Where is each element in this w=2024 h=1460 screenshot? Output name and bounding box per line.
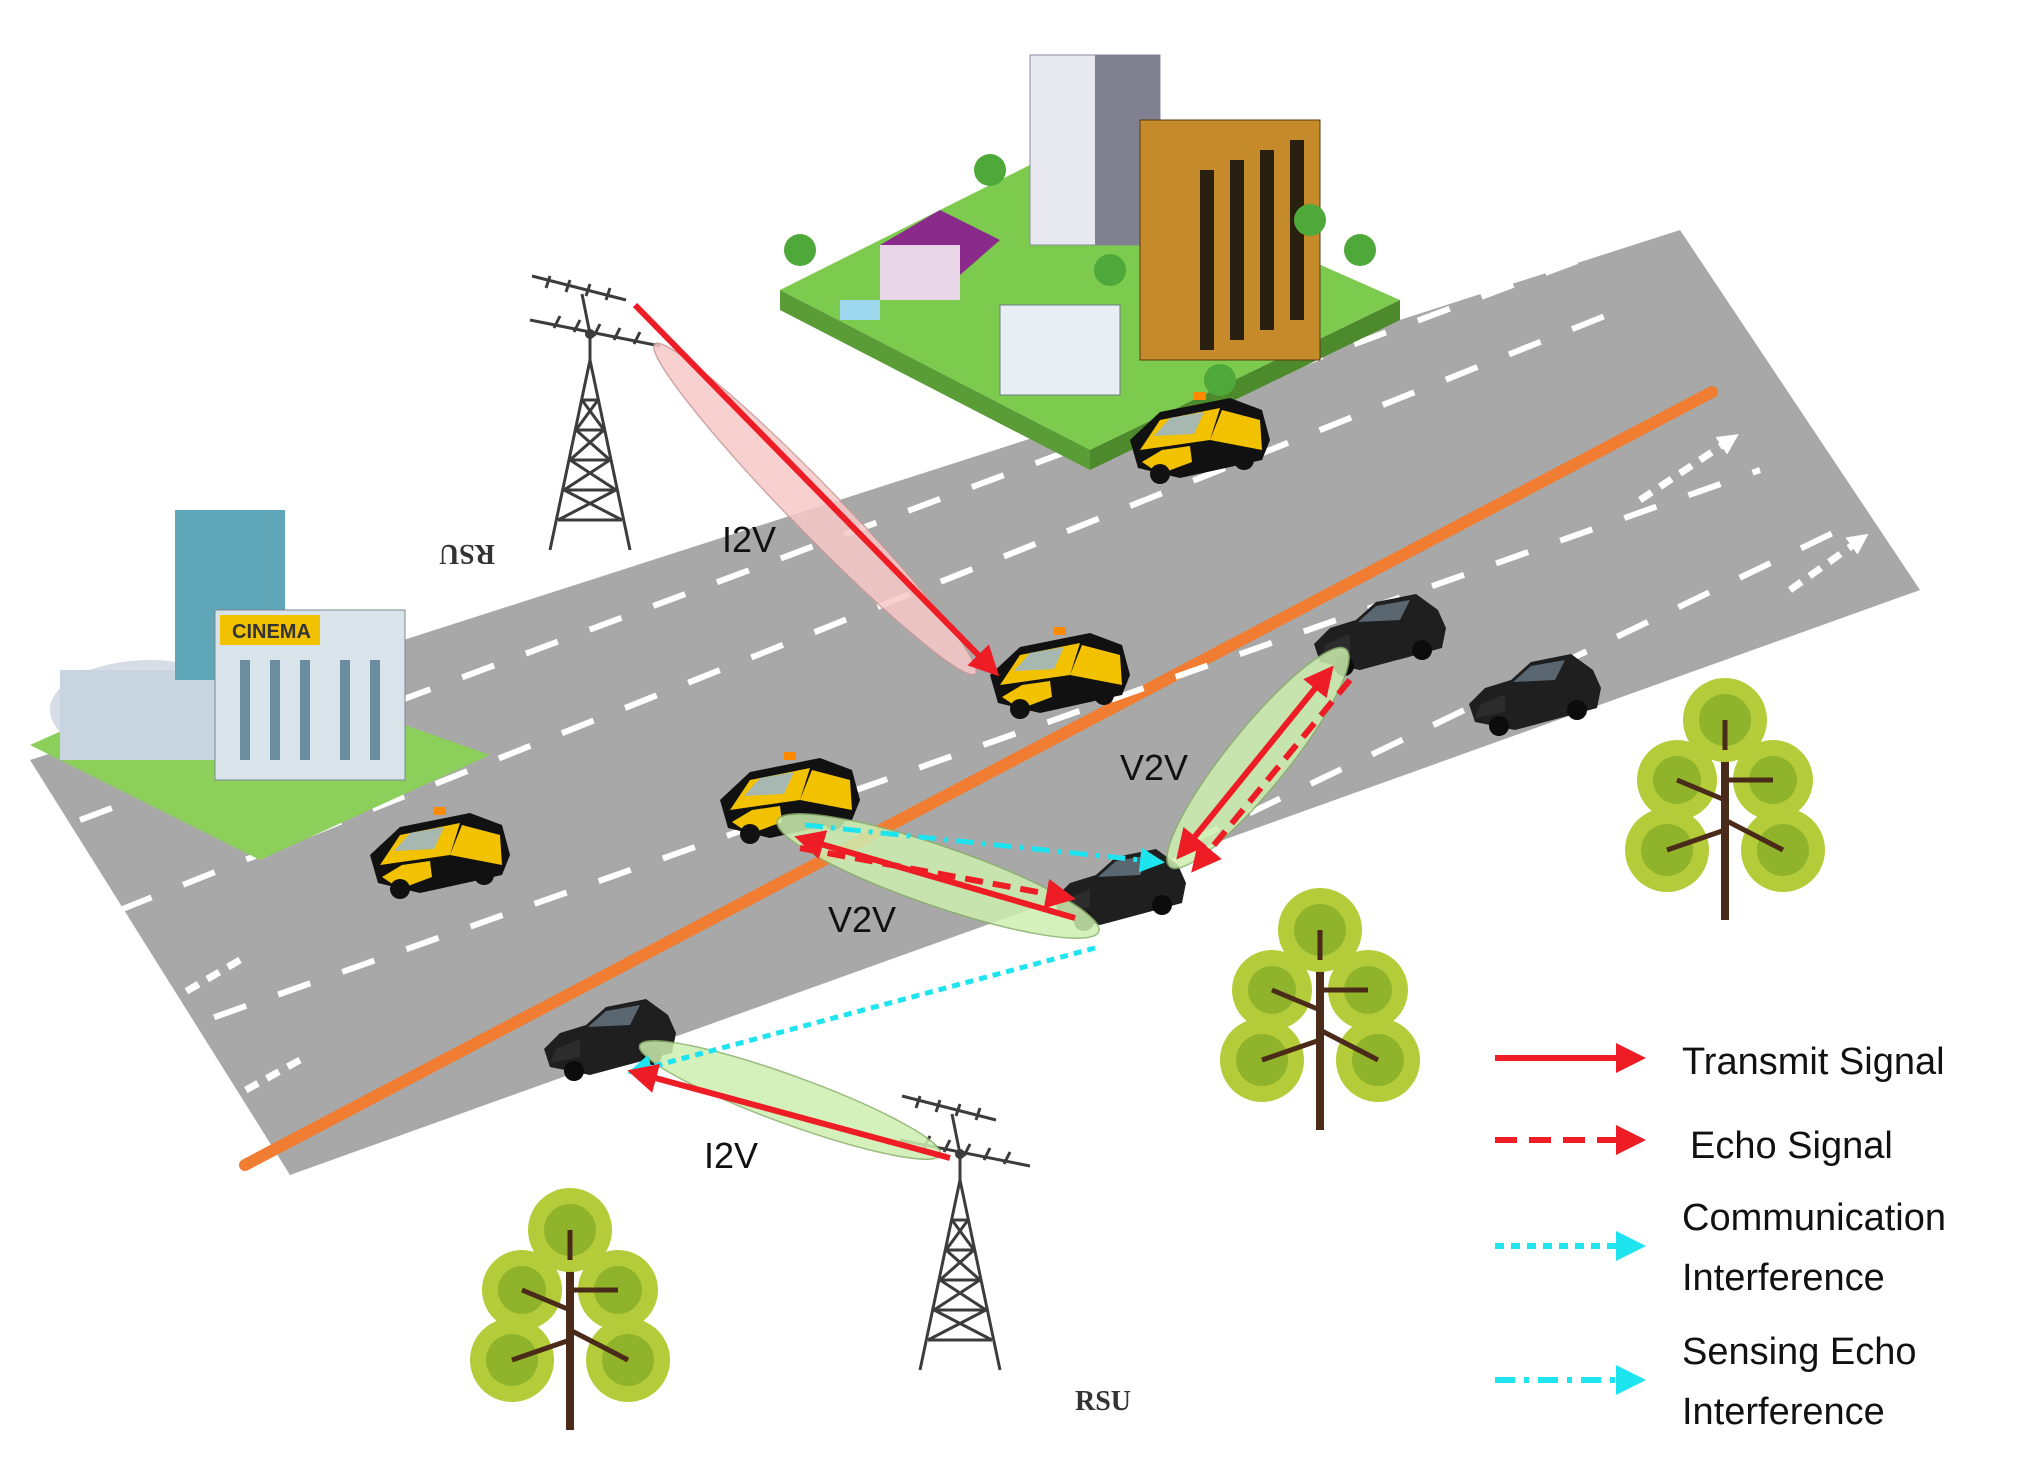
legend: Transmit Signal Echo Signal Communicatio… [1495,1041,1946,1433]
v2v-right-transmit-arrow [1176,665,1334,860]
rsu-bottom-label: RSU [1075,1386,1131,1417]
legend-sensing-interference-label-2: Interference [1682,1391,1885,1433]
v2v-mid-echo-arrow [799,845,1076,909]
median-line [239,386,1718,1171]
small-building-icon [999,304,1121,396]
v2v-mid-transmit-arrow [794,830,1076,921]
cinema-building-icon: CINEMA [30,510,490,860]
city-block-icon [780,54,1400,470]
legend-comm-interference-label-2: Interference [1682,1257,1885,1299]
i2v-top-label: I2V [722,519,776,560]
tree-icon [1625,678,1825,920]
legend-sensing-interference-label-1: Sensing Echo [1682,1331,1917,1373]
legend-transmit-label: Transmit Signal [1682,1041,1945,1083]
i2v-bottom-beam [638,1040,942,1160]
direction-arrows [110,434,1869,1116]
i2v-bottom-transmit-arrow [627,1063,951,1161]
legend-echo-label: Echo Signal [1690,1125,1893,1167]
rsu-tower-top-icon [528,274,662,552]
sensing-echo-interference-arrow [804,822,1165,873]
i2v-bottom-label: I2V [704,1135,758,1176]
house-icon [880,210,1000,275]
v2v-mid-label: V2V [828,899,896,940]
communication-interference-arrow [627,945,1096,1079]
v2v-right-echo-arrow [1191,678,1353,873]
i2v-top-transmit-arrow [632,302,1000,677]
legend-comm-interference-label-1: Communication [1682,1197,1946,1239]
rsu-top-label: RSU [439,538,495,569]
cinema-sign: CINEMA [232,621,311,643]
v2v-right-label: V2V [1120,747,1188,788]
tree-icon [1220,888,1420,1130]
road [30,230,1920,1175]
tree-icon [470,1188,670,1430]
